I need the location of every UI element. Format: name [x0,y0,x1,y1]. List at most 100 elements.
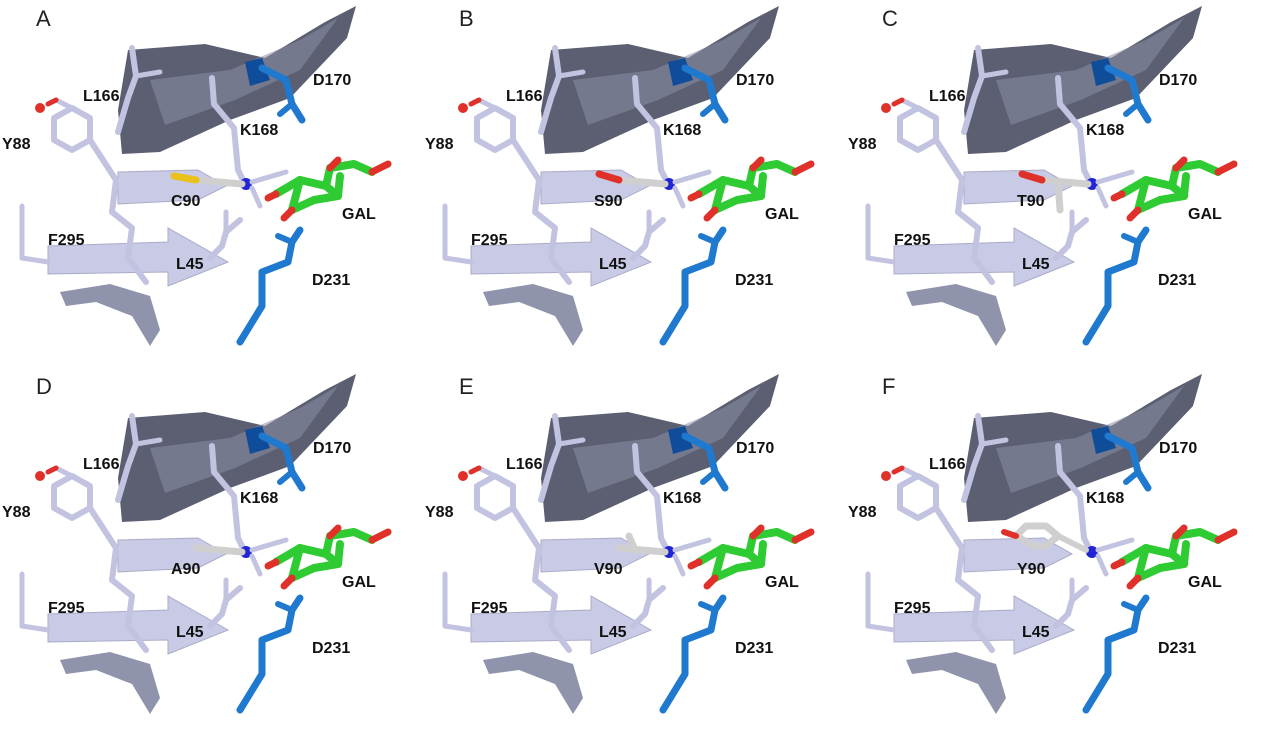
label-l45: L45 [176,624,204,641]
mutant-ca-bond [615,544,669,556]
structure-drawing [865,6,1238,346]
y88-ring [897,473,939,521]
d231-sidechain [659,594,727,714]
d231-branch [275,601,295,613]
y88-oxygen [458,103,468,113]
y88-f295-chain [933,137,995,285]
y88-f295-chain [87,505,149,653]
y88-ring [51,105,93,153]
gal-oxygen-bond [687,558,703,570]
mutant-sulfur-bond [170,172,200,184]
label-f295: F295 [471,232,508,249]
label-l166: L166 [506,456,543,473]
bottom-ribbon [906,284,1006,346]
gal-oxygen-bond [280,574,296,590]
y88-oxygen [35,471,45,481]
d231-branch [1121,601,1141,613]
gal-carbon-bonds [1134,540,1190,582]
gal-carbon-bonds [288,540,344,582]
d231-sidechain [659,226,727,346]
label-mutant-residue: A90 [171,561,201,578]
k168-sidechain [1055,75,1093,185]
mutant-ca-bond [1038,176,1092,188]
l45-sidechain [630,585,666,629]
l166-sidechain [538,45,562,135]
gal-ring-bond [745,550,765,568]
label-l45: L45 [176,256,204,273]
panel-letter: A [36,6,51,31]
y88-oxygen [881,471,891,481]
loop-backbone [442,203,474,265]
d231-branch [1121,233,1141,245]
upper-sheet-highlight [573,386,761,493]
panel-letter: D [36,374,52,399]
y88-ring [51,473,93,521]
gal-oxygen-bond [264,558,280,570]
l45-sidechain [207,585,243,629]
y88-oxygen-bond [45,97,59,107]
label-d170: D170 [736,72,775,89]
gal-oxygen-bond [687,190,703,202]
label-k168: K168 [663,490,702,507]
label-mutant-residue: C90 [171,193,201,210]
d231-branch [698,233,718,245]
mutant-ca-bond [1055,533,1089,553]
y88-hydroxyl-bond [53,97,75,111]
backbone-branch [249,553,263,577]
gal-oxygen-bond [1126,574,1142,590]
lower-beta-strand [470,227,653,287]
backbone-branch [249,185,263,209]
label-y88: Y88 [848,136,877,153]
d231-sidechain [236,226,304,346]
structure-drawing [442,6,815,346]
d170-sidechain [1104,64,1152,124]
label-l166: L166 [929,88,966,105]
label-d231: D231 [735,272,774,289]
l45-sidechain [1053,217,1089,261]
d170-branch [1123,469,1141,485]
backbone-extension [672,169,712,185]
bottom-ribbon [906,652,1006,714]
label-d231: D231 [312,272,351,289]
l166-sidechain [961,45,985,135]
upper-sheet-highlight [573,18,761,125]
l45-sidechain [630,217,666,261]
label-l166: L166 [83,88,120,105]
mutant-oxygen-bond [1018,170,1046,184]
l166-sidechain [538,413,562,503]
label-y88: Y88 [848,504,877,521]
label-d231: D231 [735,640,774,657]
l166-branch [979,69,1009,79]
k168-sidechain [1055,443,1093,553]
label-mutant-residue: Y90 [1017,561,1046,578]
gal-ring-bond [322,550,342,568]
d170-branch [277,469,295,485]
y88-ring [897,105,939,153]
label-l166: L166 [506,88,543,105]
gal-carbon-bonds [711,540,767,582]
l45-sidechain [1053,585,1089,629]
gal-oxygen-bond [703,574,719,590]
mutant-methyl-bond [625,532,639,554]
gal-ring-bond [1168,182,1188,200]
gal-oxygen-bond [1110,558,1126,570]
gal-oxygen-bond [1110,190,1126,202]
label-mutant-residue: T90 [1017,193,1045,210]
label-f295: F295 [48,600,85,617]
backbone-branch [672,185,686,209]
gal-oxygen-bond [749,156,765,172]
label-gal: GAL [342,206,376,223]
structure-drawing [442,374,815,714]
loop-backbone [19,571,51,633]
label-l166: L166 [929,456,966,473]
gal-oxygen-bond [1172,156,1188,172]
l166-branch [979,437,1009,447]
panel-letter: C [882,6,898,31]
loop-backbone [442,571,474,633]
y88-oxygen [35,103,45,113]
label-l166: L166 [83,456,120,473]
loop-backbone [865,203,897,265]
